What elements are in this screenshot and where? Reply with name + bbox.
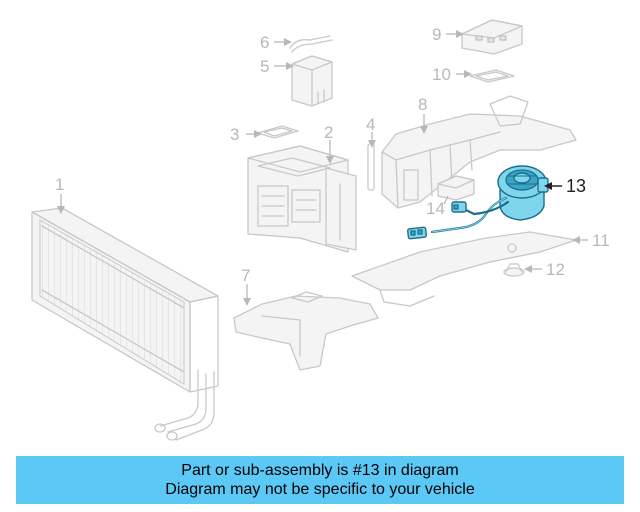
callout-2: 2 [324,123,333,142]
resistor-part-14[interactable] [437,175,475,201]
callout-5: 5 [260,57,269,76]
duct-part-5[interactable] [291,55,333,107]
grommet-part-12[interactable] [503,263,525,277]
banner-line-1: Part or sub-assembly is #13 in diagram [181,462,459,479]
rod-part-4[interactable] [367,143,375,191]
callout-7: 7 [241,266,250,285]
filter-part-10[interactable] [469,69,515,83]
callout-3: 3 [230,125,239,144]
callout-9: 9 [432,25,441,44]
parts-diagram: 1 2 3 4 5 6 7 8 9 10 11 12 13 14 [31,19,610,441]
callout-8: 8 [418,95,427,114]
blower-motor-part-13[interactable] [407,165,549,240]
callout-6: 6 [260,33,269,52]
cover-part-9[interactable] [461,19,523,55]
callout-1: 1 [55,175,64,194]
callout-labels: 1 2 3 4 5 6 7 8 9 10 11 12 13 14 [55,25,610,285]
banner-line-2: Diagram may not be specific to your vehi… [165,481,475,498]
callout-11: 11 [592,231,610,250]
blower-housing-part-8[interactable] [381,95,577,209]
hose-part-6[interactable] [289,35,333,53]
callout-13: 13 [566,176,586,196]
leader-lines [57,30,588,306]
seal-part-3[interactable] [257,125,299,139]
callout-10: 10 [432,65,451,84]
panel-part-11[interactable] [351,231,577,307]
callout-14: 14 [426,199,445,218]
callout-4: 4 [366,115,375,134]
info-banner: Part or sub-assembly is #13 in diagram D… [16,456,624,504]
lower-duct-part-7[interactable] [233,291,379,371]
callout-12: 12 [546,260,565,279]
heater-housing-part-2[interactable] [247,145,357,253]
heater-core-part-1[interactable] [31,207,219,441]
